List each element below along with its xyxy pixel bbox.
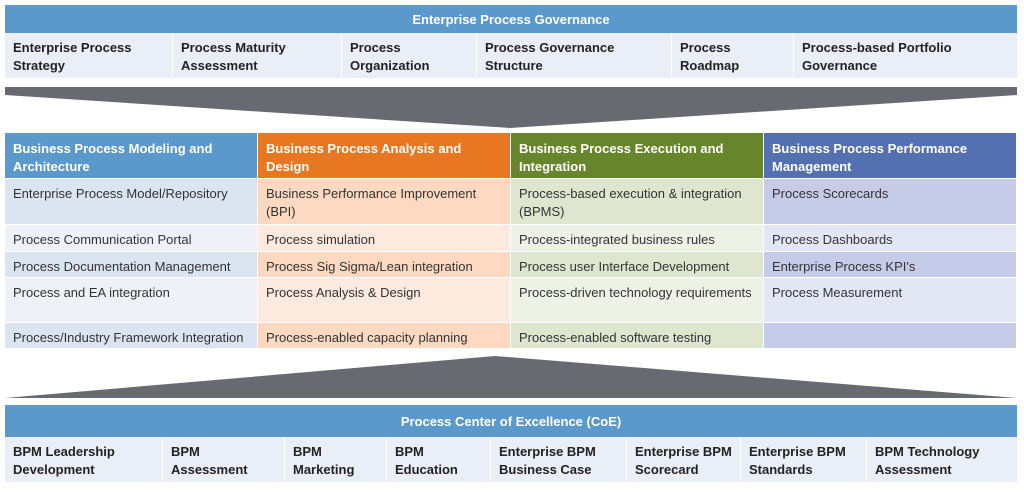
coe-item: BPM Leadership Development <box>5 437 163 482</box>
coe-item: BPM Assessment <box>163 437 285 482</box>
matrix-cell: Process Dashboards <box>764 224 1017 251</box>
matrix-cell: Enterprise Process KPI's <box>764 251 1017 277</box>
matrix-cell <box>764 322 1017 348</box>
matrix-cell: Process and EA integration <box>5 277 258 322</box>
coe-title: Process Center of Excellence (CoE) <box>5 405 1017 437</box>
matrix-cell: Process-integrated business rules <box>511 224 764 251</box>
matrix-cell: Process Sig Sigma/Lean integration <box>258 251 511 277</box>
governance-item: Process-based Portfolio Governance <box>802 40 952 73</box>
matrix-cell: Process user Interface Development <box>511 251 764 277</box>
governance-items: Enterprise Process Strategy Process Matu… <box>5 33 1017 78</box>
matrix-cell: Enterprise Process Model/Repository <box>5 178 258 224</box>
matrix-cell: Process Analysis & Design <box>258 277 511 322</box>
up-arrow-shape <box>5 356 1017 398</box>
matrix-cell: Process-based execution & integration (B… <box>511 178 764 224</box>
column-header: Business Process Performance Management <box>764 133 1017 178</box>
coe-item: BPM Technology Assessment <box>875 444 980 477</box>
coe-item: Enterprise BPM Scorecard <box>627 437 741 482</box>
matrix-cell: Business Performance Improvement (BPI) <box>258 178 511 224</box>
governance-item: Process Roadmap <box>672 33 794 78</box>
coe-item: BPM Marketing <box>285 437 387 482</box>
matrix-cell: Process Documentation Management <box>5 251 258 277</box>
matrix-cell: Process-driven technology requirements <box>511 277 764 322</box>
matrix-cell: Process/Industry Framework Integration <box>5 322 258 348</box>
matrix-cell: Process simulation <box>258 224 511 251</box>
down-arrow-shape <box>5 87 1017 128</box>
matrix-cell: Process Scorecards <box>764 178 1017 224</box>
coe-item: BPM Education <box>387 437 491 482</box>
column-header: Business Process Analysis and Design <box>258 133 511 178</box>
column-header: Business Process Modeling and Architectu… <box>5 133 258 178</box>
governance-item: Enterprise Process Strategy <box>5 33 173 78</box>
coe-item: Enterprise BPM Standards <box>741 437 867 482</box>
column-header: Business Process Execution and Integrati… <box>511 133 764 178</box>
governance-item: Process Organization <box>342 33 477 78</box>
matrix-cell: Process-enabled capacity planning <box>258 322 511 348</box>
governance-item: Process Governance Structure <box>477 33 672 78</box>
coe-items: BPM Leadership Development BPM Assessmen… <box>5 437 1017 482</box>
matrix-cell: Process Communication Portal <box>5 224 258 251</box>
coe-item: Enterprise BPM Business Case <box>491 437 627 482</box>
governance-title: Enterprise Process Governance <box>5 5 1017 33</box>
governance-item: Process Maturity Assessment <box>173 33 342 78</box>
matrix-cell: Process Measurement <box>764 277 1017 322</box>
capability-matrix: Business Process Modeling and Architectu… <box>5 133 1017 348</box>
matrix-cell: Process-enabled software testing <box>511 322 764 348</box>
